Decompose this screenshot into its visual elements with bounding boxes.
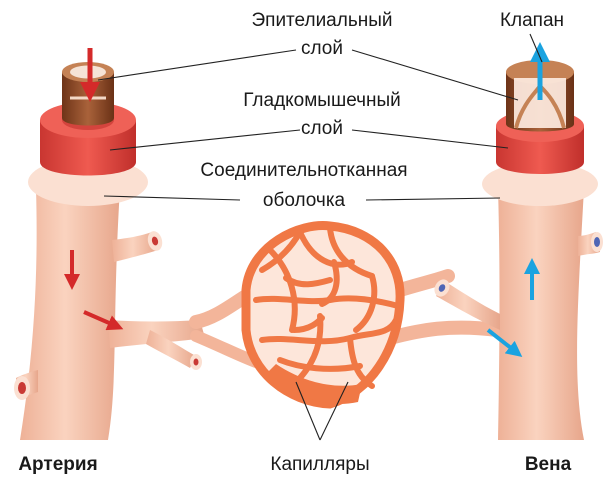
label-artery: Артерия bbox=[18, 454, 97, 475]
vein-vessel bbox=[431, 60, 603, 440]
label-valve: Клапан bbox=[500, 10, 564, 31]
label-epithelial-line1: Эпителиальный bbox=[252, 10, 393, 31]
label-connective-line2: оболочка bbox=[263, 190, 346, 211]
label-connective-line1: Соединительнотканная bbox=[200, 160, 407, 181]
leader-smooth-artery bbox=[110, 130, 300, 150]
leader-smooth-vein bbox=[352, 130, 508, 148]
label-epithelial-line2: слой bbox=[301, 38, 343, 59]
capillary-network bbox=[196, 226, 498, 404]
label-capillaries: Капилляры bbox=[270, 454, 369, 475]
label-smooth-line2: слой bbox=[301, 118, 343, 139]
leader-connective-vein bbox=[366, 198, 500, 200]
label-vein: Вена bbox=[525, 454, 572, 475]
leader-valve bbox=[530, 34, 542, 62]
label-smooth-line1: Гладкомышечный bbox=[243, 90, 401, 111]
leader-epithelial-artery bbox=[98, 50, 296, 80]
artery-vessel bbox=[14, 62, 205, 440]
